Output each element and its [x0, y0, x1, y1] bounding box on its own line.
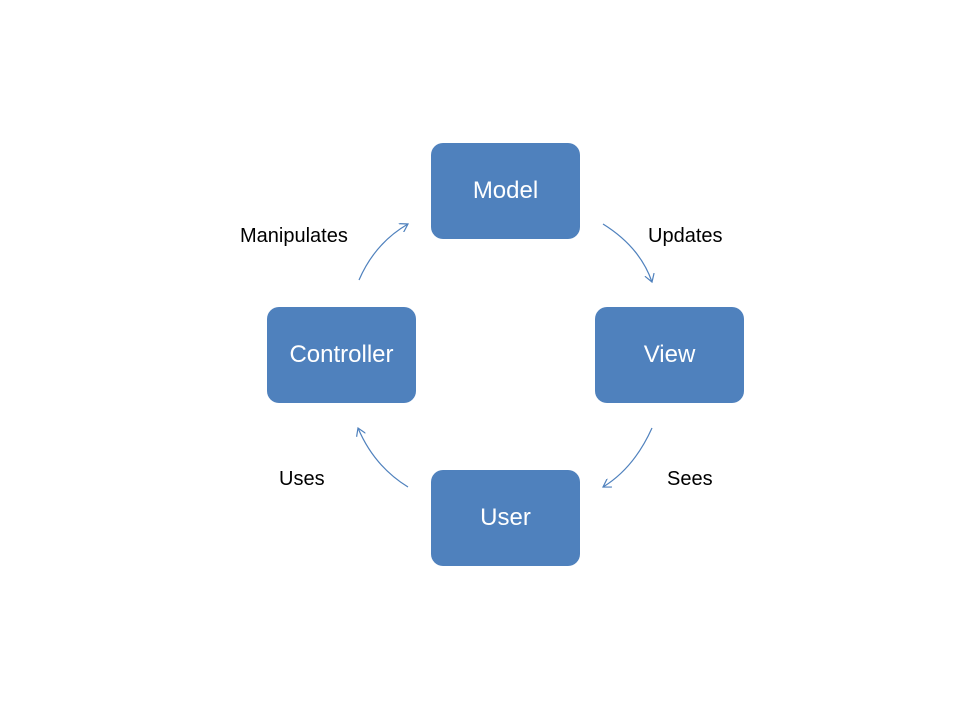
- controller-node: Controller: [267, 307, 416, 403]
- edge-label-updates: Updates: [648, 225, 723, 247]
- user-node-label: User: [480, 504, 531, 531]
- view-node: View: [595, 307, 744, 403]
- model-node: Model: [431, 143, 580, 239]
- view-node-label: View: [643, 341, 696, 368]
- arrow-view-to-user: [603, 427, 653, 487]
- controller-node-label: Controller: [289, 341, 394, 368]
- edge-label-manipulates: Manipulates: [240, 225, 348, 247]
- user-node: User: [431, 470, 580, 566]
- edge-label-uses: Uses: [279, 468, 325, 490]
- model-node-label: Model: [472, 177, 539, 204]
- arrow-user-to-controller: [358, 428, 409, 488]
- arrow-controller-to-model: [358, 224, 408, 281]
- arrow-model-to-view: [602, 223, 652, 282]
- edge-label-sees: Sees: [667, 468, 713, 490]
